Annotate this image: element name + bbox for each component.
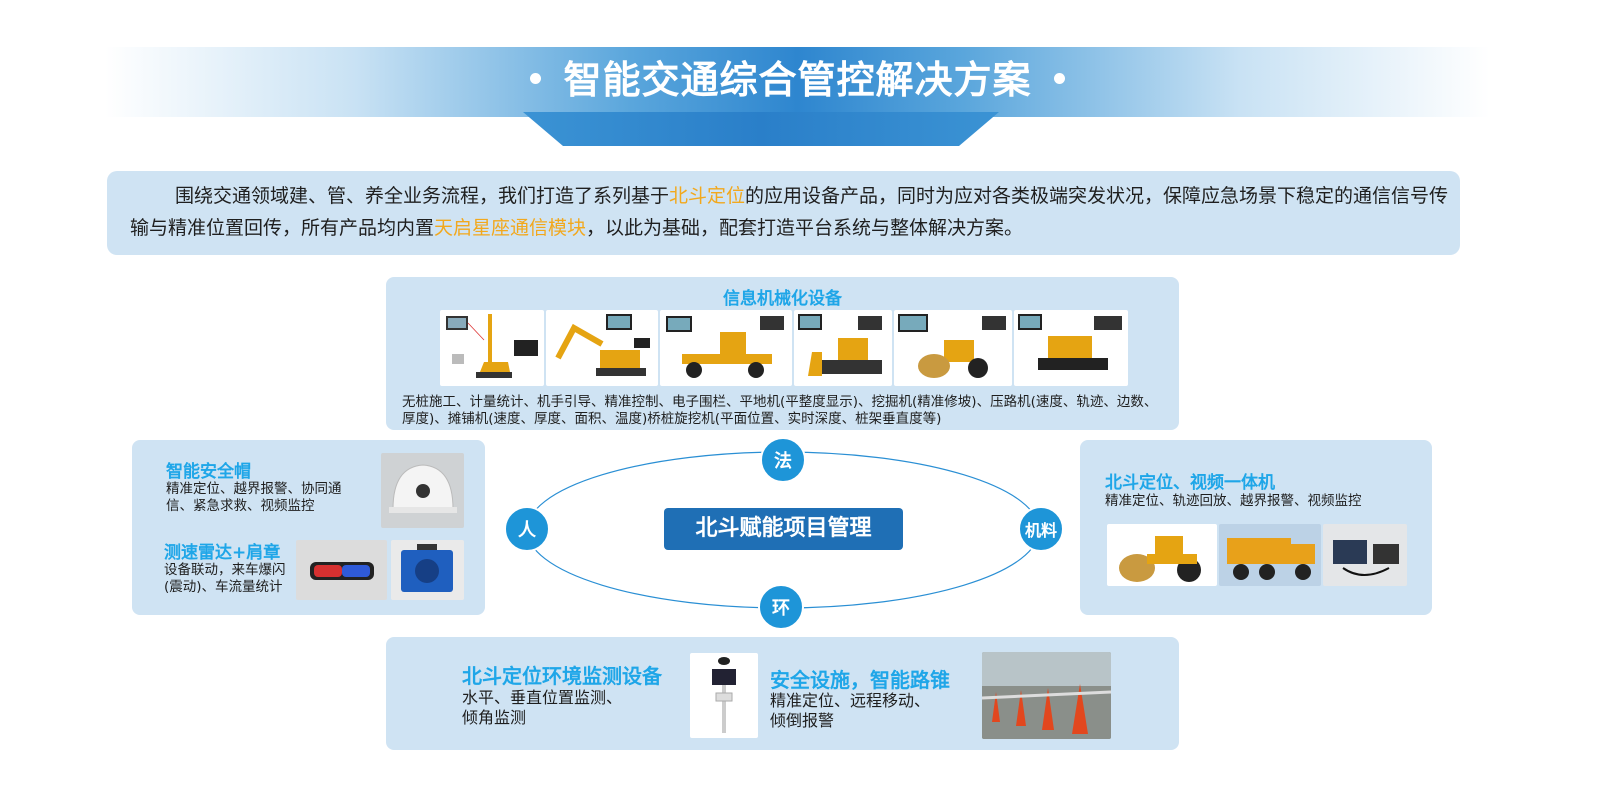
video-unit-description: 精准定位、轨迹回放、越界报警、视频监控 (1105, 493, 1362, 509)
title-banner-tab (523, 112, 999, 146)
node-environment: 环 (758, 584, 804, 630)
helmet-description: 精准定位、越界报警、协同通信、紧急求救、视频监控 (166, 481, 342, 514)
page-title: 智能交通综合管控解决方案 (105, 52, 1490, 108)
helmet-title: 智能安全帽 (166, 462, 251, 482)
env-device-description: 水平、垂直位置监测、倾角监测 (462, 688, 623, 727)
machine-photo-roller (894, 310, 1012, 386)
env-device-title: 北斗定位环境监测设备 (462, 664, 662, 688)
highlight-tianqi: 天启星座通信模块 (434, 217, 587, 239)
shoulder-light-photo (296, 540, 387, 600)
machinery-description: 无桩施工、计量统计、机手引导、精准控制、电子围栏、平地机(平整度显示)、挖掘机(… (402, 394, 1158, 427)
dump-truck-photo (1219, 524, 1321, 586)
node-law: 法 (760, 437, 806, 483)
node-people: 人 (504, 506, 550, 552)
monitor-device-photo (690, 653, 758, 738)
title-banner (105, 47, 1490, 117)
traffic-cone-photo (982, 652, 1111, 739)
radar-title: 测速雷达+肩章 (164, 543, 281, 563)
node-machine-material: 机料 (1018, 506, 1064, 552)
title-dot-left (530, 73, 542, 84)
video-unit-photo (1323, 524, 1407, 586)
machine-photo-grader (660, 310, 792, 386)
video-unit-title: 北斗定位、视频一体机 (1105, 473, 1275, 493)
machine-photo-excavator (546, 310, 658, 386)
helmet-photo (381, 453, 464, 528)
roller-photo (1107, 524, 1217, 586)
radar-description: 设备联动，来车爆闪(震动)、车流量统计 (164, 562, 286, 595)
center-label: 北斗赋能项目管理 (664, 508, 903, 550)
intro-text: 围绕交通领域建、管、养全业务流程，我们打造了系列基于北斗定位的应用设备产品，同时… (130, 185, 1449, 239)
machine-photo-rotary-rig (440, 310, 544, 386)
highlight-beidou: 北斗定位 (669, 185, 746, 207)
smart-cone-description: 精准定位、远程移动、倾倒报警 (770, 691, 931, 730)
smart-cone-title: 安全设施，智能路锥 (770, 668, 950, 692)
radar-device-photo (391, 540, 464, 600)
machine-photo-bulldozer (794, 310, 892, 386)
machine-photo-paver (1014, 310, 1128, 386)
title-dot-right (1053, 73, 1065, 84)
machinery-title: 信息机械化设备 (723, 289, 842, 309)
intro-box (107, 171, 1460, 255)
